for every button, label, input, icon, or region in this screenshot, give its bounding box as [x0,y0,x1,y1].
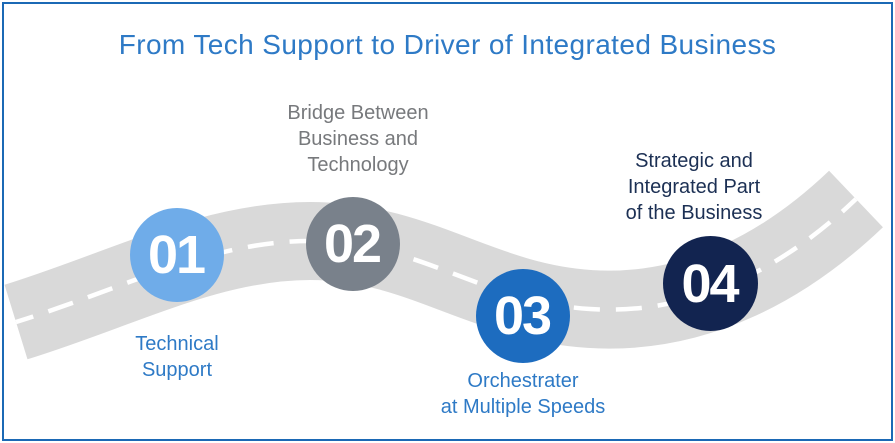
stage-1-number: 01 [147,225,206,285]
stage-2-number: 02 [323,214,382,274]
stage-4-label: Strategic and Integrated Part of the Bus… [625,150,763,224]
stage-4-circle: 04 [663,236,758,331]
stage-3-label: Orchestrater at Multiple Speeds [440,370,606,418]
stage-1-label: Technical Support [135,333,219,381]
diagram-title: From Tech Support to Driver of Integrate… [118,29,777,60]
stage-3-number: 03 [493,286,552,346]
stage-4-number: 04 [681,253,739,314]
stage-2-circle: 02 [306,197,400,291]
stage-1-circle: 01 [130,208,224,302]
stage-3-circle: 03 [476,269,570,363]
stage-2-label: Bridge Between Business and Technology [287,102,429,176]
